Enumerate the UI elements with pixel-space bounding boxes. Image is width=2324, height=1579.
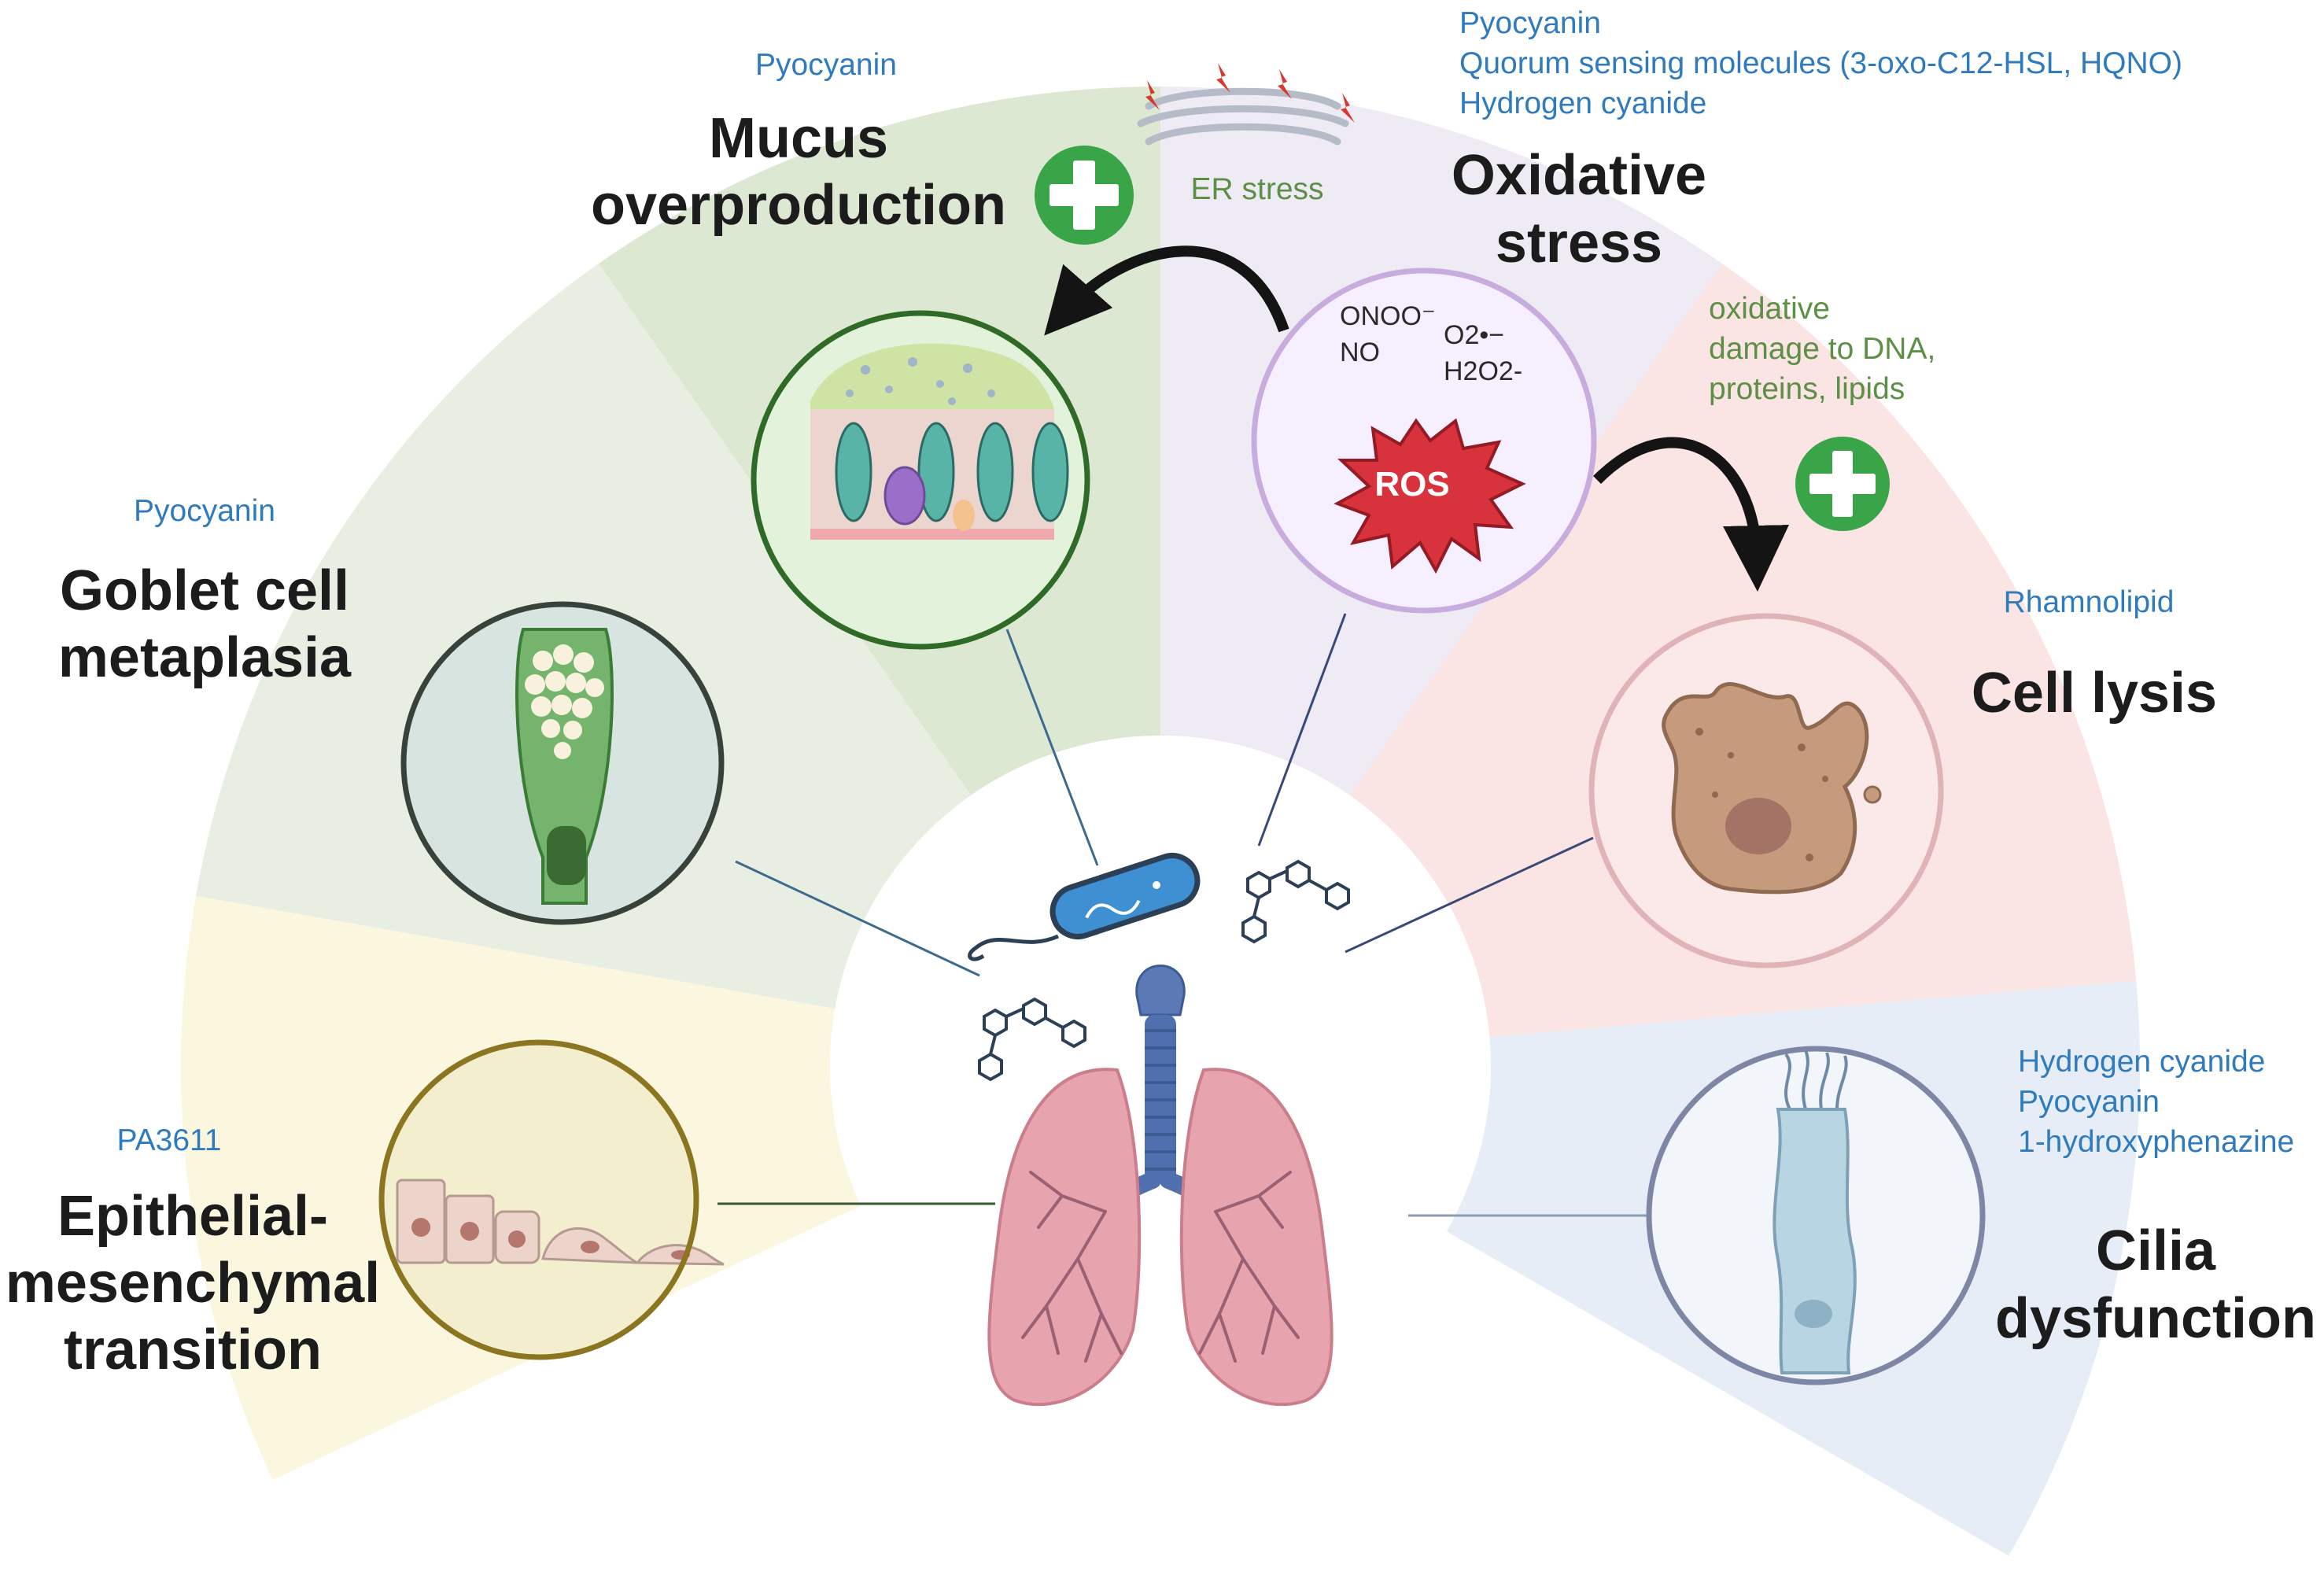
goblet-factor: Pyocyanin <box>134 494 275 528</box>
connector-lines <box>717 613 1648 1217</box>
oxidative-damage-line2: damage to DNA, <box>1709 332 1935 366</box>
lysed-cell-illustration <box>1592 616 1941 965</box>
mucus-title-line1: Mucus <box>709 107 888 170</box>
goblet-cell-illustration <box>404 604 721 922</box>
lysis-circle-frame <box>1588 613 1944 968</box>
cilia-factor-line1: Hydrogen cyanide <box>2018 1045 2265 1079</box>
mucus-title-line2: overproduction <box>591 174 1006 237</box>
goblet-title-line2: metaplasia <box>58 626 352 689</box>
lysis-title: Cell lysis <box>1972 662 2217 725</box>
oxidative-title-line2: stress <box>1496 212 1662 275</box>
mucus-epithelium-illustration <box>754 313 1087 647</box>
oxidative-factor-line2: Quorum sensing molecules (3-oxo-C12-HSL,… <box>1459 46 2182 80</box>
bacterium-icon <box>968 853 1201 961</box>
oxidative-factor-line1: Pyocyanin <box>1459 6 1601 40</box>
lungs-icon <box>987 965 1334 1407</box>
arrow-ros-to-lysis <box>1593 437 1789 592</box>
emt-cells-illustration <box>382 1042 725 1357</box>
goblet-circle-frame <box>400 601 725 925</box>
ros-species-nitric-oxide: NO <box>1340 338 1380 367</box>
cilia-factor-line2: Pyocyanin <box>2018 1085 2160 1119</box>
emt-title-line3: transition <box>64 1319 322 1382</box>
oxidative-damage-line3: proteins, lipids <box>1709 372 1905 406</box>
cilia-title-line1: Cilia <box>2096 1219 2216 1282</box>
oxidative-damage-line1: oxidative <box>1709 292 1830 326</box>
mucus-factor: Pyocyanin <box>755 48 897 82</box>
plus-icon <box>1795 437 1890 531</box>
cilia-factor-line3: 1-hydroxyphenazine <box>2018 1125 2294 1159</box>
connector-goblet <box>735 860 980 977</box>
er-stress-label: ER stress <box>1190 172 1323 206</box>
cilia-title-line2: dysfunction <box>1995 1287 2316 1350</box>
plus-icon <box>1035 146 1134 245</box>
connector-lysis <box>1345 836 1594 954</box>
connector-mucus <box>1005 629 1099 866</box>
ros-species-peroxynitrite: ONOO⁻ <box>1340 301 1436 331</box>
mucus-circle-frame <box>751 310 1090 650</box>
emt-title-line2: mesenchymal <box>6 1252 380 1315</box>
connector-oxidative <box>1257 613 1347 847</box>
ros-label: ROS <box>1374 465 1449 504</box>
ros-species-superoxide: O2•− <box>1444 320 1504 350</box>
ciliated-cell-illustration <box>1649 1049 1983 1382</box>
lysis-factor: Rhamnolipid <box>2004 585 2175 619</box>
goblet-title-line1: Goblet cell <box>60 559 349 622</box>
oxidative-factor-line3: Hydrogen cyanide <box>1459 87 1706 120</box>
er-stress-icon <box>1137 87 1349 146</box>
emt-factor: PA3611 <box>117 1123 222 1157</box>
ros-starburst-icon <box>1334 418 1526 574</box>
cilia-circle-frame <box>1646 1046 1986 1385</box>
emt-title-line1: Epithelial- <box>57 1185 328 1248</box>
ros-species-hydrogen-peroxide: H2O2- <box>1444 356 1522 386</box>
oxidative-title-line1: Oxidative <box>1452 144 1706 207</box>
lightning-icon <box>1145 63 1355 123</box>
arrow-ros-to-mucus <box>1044 245 1289 336</box>
emt-circle-frame <box>378 1039 699 1360</box>
